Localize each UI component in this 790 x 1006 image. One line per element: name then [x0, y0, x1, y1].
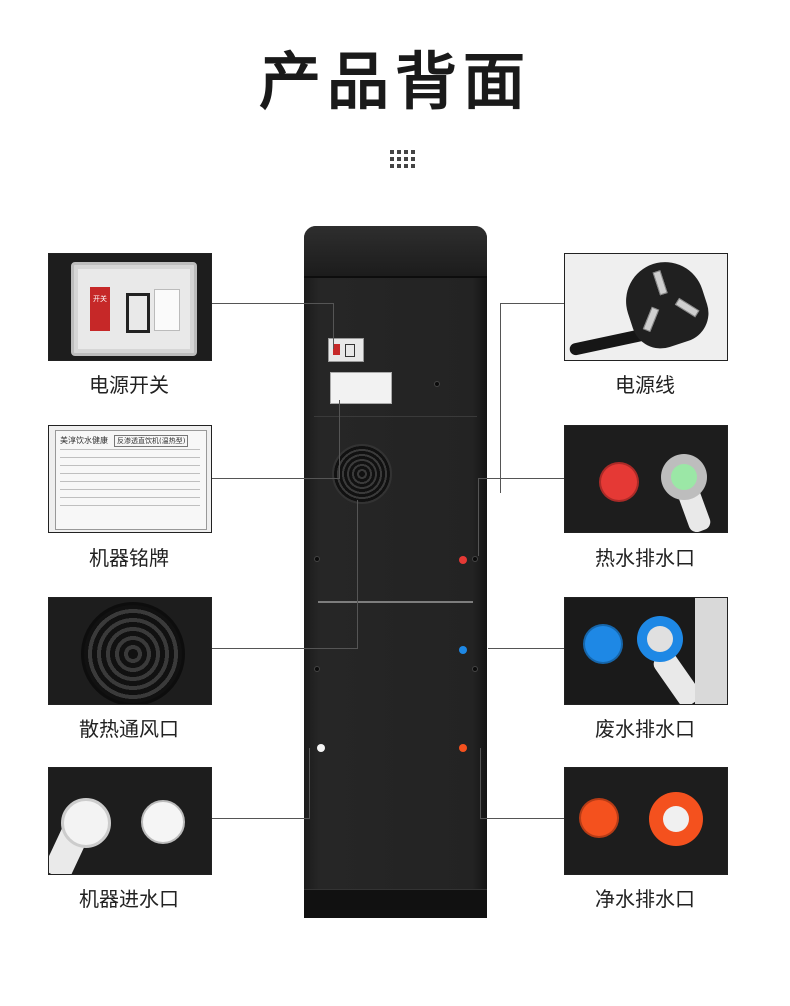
page-title: 产品背面	[258, 45, 531, 118]
decorative-dots	[390, 150, 415, 168]
hot-water-port	[459, 556, 467, 564]
nameplate-product: 反渗透直饮机(温热型)	[114, 435, 189, 447]
callout-waste-water-image	[564, 597, 728, 705]
label-pure-water: 净水排水口	[595, 887, 695, 911]
label-power-cord: 电源线	[615, 373, 675, 397]
wall-edge	[695, 598, 727, 704]
waste-water-fitting	[637, 616, 683, 662]
pure-water-cap	[579, 798, 619, 838]
switch-red-label: 开关	[90, 287, 110, 331]
label-nameplate: 机器铭牌	[89, 546, 169, 570]
callout-inlet-image	[48, 767, 212, 875]
screw	[314, 666, 320, 672]
machine-vent	[332, 444, 392, 504]
connector-line	[333, 303, 334, 349]
nameplate-rows	[60, 449, 200, 509]
label-power-switch: 电源开关	[89, 373, 169, 397]
machine-nameplate	[330, 372, 392, 404]
waste-water-port	[459, 646, 467, 654]
screw	[472, 556, 478, 562]
connector-line	[212, 478, 340, 479]
label-hot-water: 热水排水口	[595, 546, 695, 570]
connector-line	[309, 748, 310, 819]
hot-water-fitting	[661, 454, 707, 500]
connector-line	[212, 303, 334, 304]
callout-nameplate-image: 美淳饮水健康 反渗透直饮机(温热型)	[48, 425, 212, 533]
inlet-cap	[141, 800, 185, 844]
connector-line	[212, 648, 358, 649]
connector-line	[478, 478, 479, 556]
callout-power-switch-image: 开关	[48, 253, 212, 361]
switch-housing: 开关	[71, 262, 197, 356]
connector-line	[339, 400, 340, 479]
switch-rocker	[126, 293, 150, 333]
connector-line	[478, 478, 564, 479]
connector-line	[480, 748, 481, 819]
nameplate-sticker: 美淳饮水健康 反渗透直饮机(温热型)	[55, 430, 207, 530]
callout-power-cord-image	[564, 253, 728, 361]
screw	[434, 381, 440, 387]
screw	[472, 666, 478, 672]
inlet-fitting	[61, 798, 111, 848]
switch-blank	[154, 289, 180, 331]
hot-water-cap	[599, 462, 639, 502]
machine-top-cap	[304, 226, 487, 278]
connector-line	[488, 648, 564, 649]
nameplate-brand: 美淳饮水健康	[60, 436, 108, 445]
pure-water-fitting	[649, 792, 703, 846]
label-vent: 散热通风口	[79, 717, 179, 741]
vent-grille	[81, 602, 185, 704]
screw	[314, 556, 320, 562]
callout-vent-image	[48, 597, 212, 705]
machine-base	[304, 889, 487, 918]
callout-pure-water-image	[564, 767, 728, 875]
connector-line	[500, 303, 501, 493]
connector-line	[212, 818, 310, 819]
panel-seam	[314, 416, 477, 417]
machine-power-switch	[328, 338, 364, 362]
label-inlet: 机器进水口	[79, 887, 179, 911]
connector-line	[480, 818, 564, 819]
inlet-port	[317, 744, 325, 752]
label-waste-water: 废水排水口	[595, 717, 695, 741]
connector-line	[357, 500, 358, 649]
callout-hot-water-image	[564, 425, 728, 533]
pure-water-port	[459, 744, 467, 752]
waste-water-cap	[583, 624, 623, 664]
machine-back-panel	[304, 226, 487, 918]
connector-line	[500, 303, 564, 304]
panel-divider	[318, 601, 473, 603]
